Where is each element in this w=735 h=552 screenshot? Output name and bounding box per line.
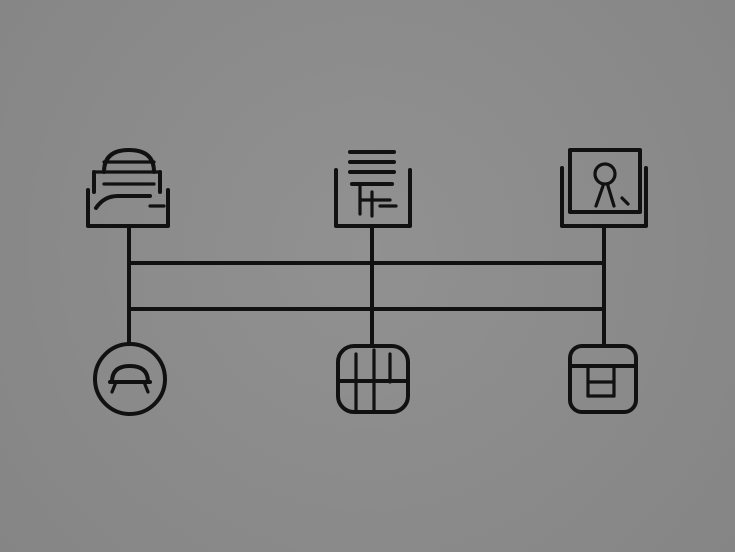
- round-face-icon: [93, 342, 167, 416]
- storage-box-icon: [568, 344, 638, 414]
- helmet-device-icon: [86, 148, 170, 228]
- document-stack-icon: [334, 150, 412, 228]
- grid-square-icon: [336, 344, 410, 414]
- id-badge-icon: [560, 148, 648, 228]
- connectors: [127, 226, 606, 348]
